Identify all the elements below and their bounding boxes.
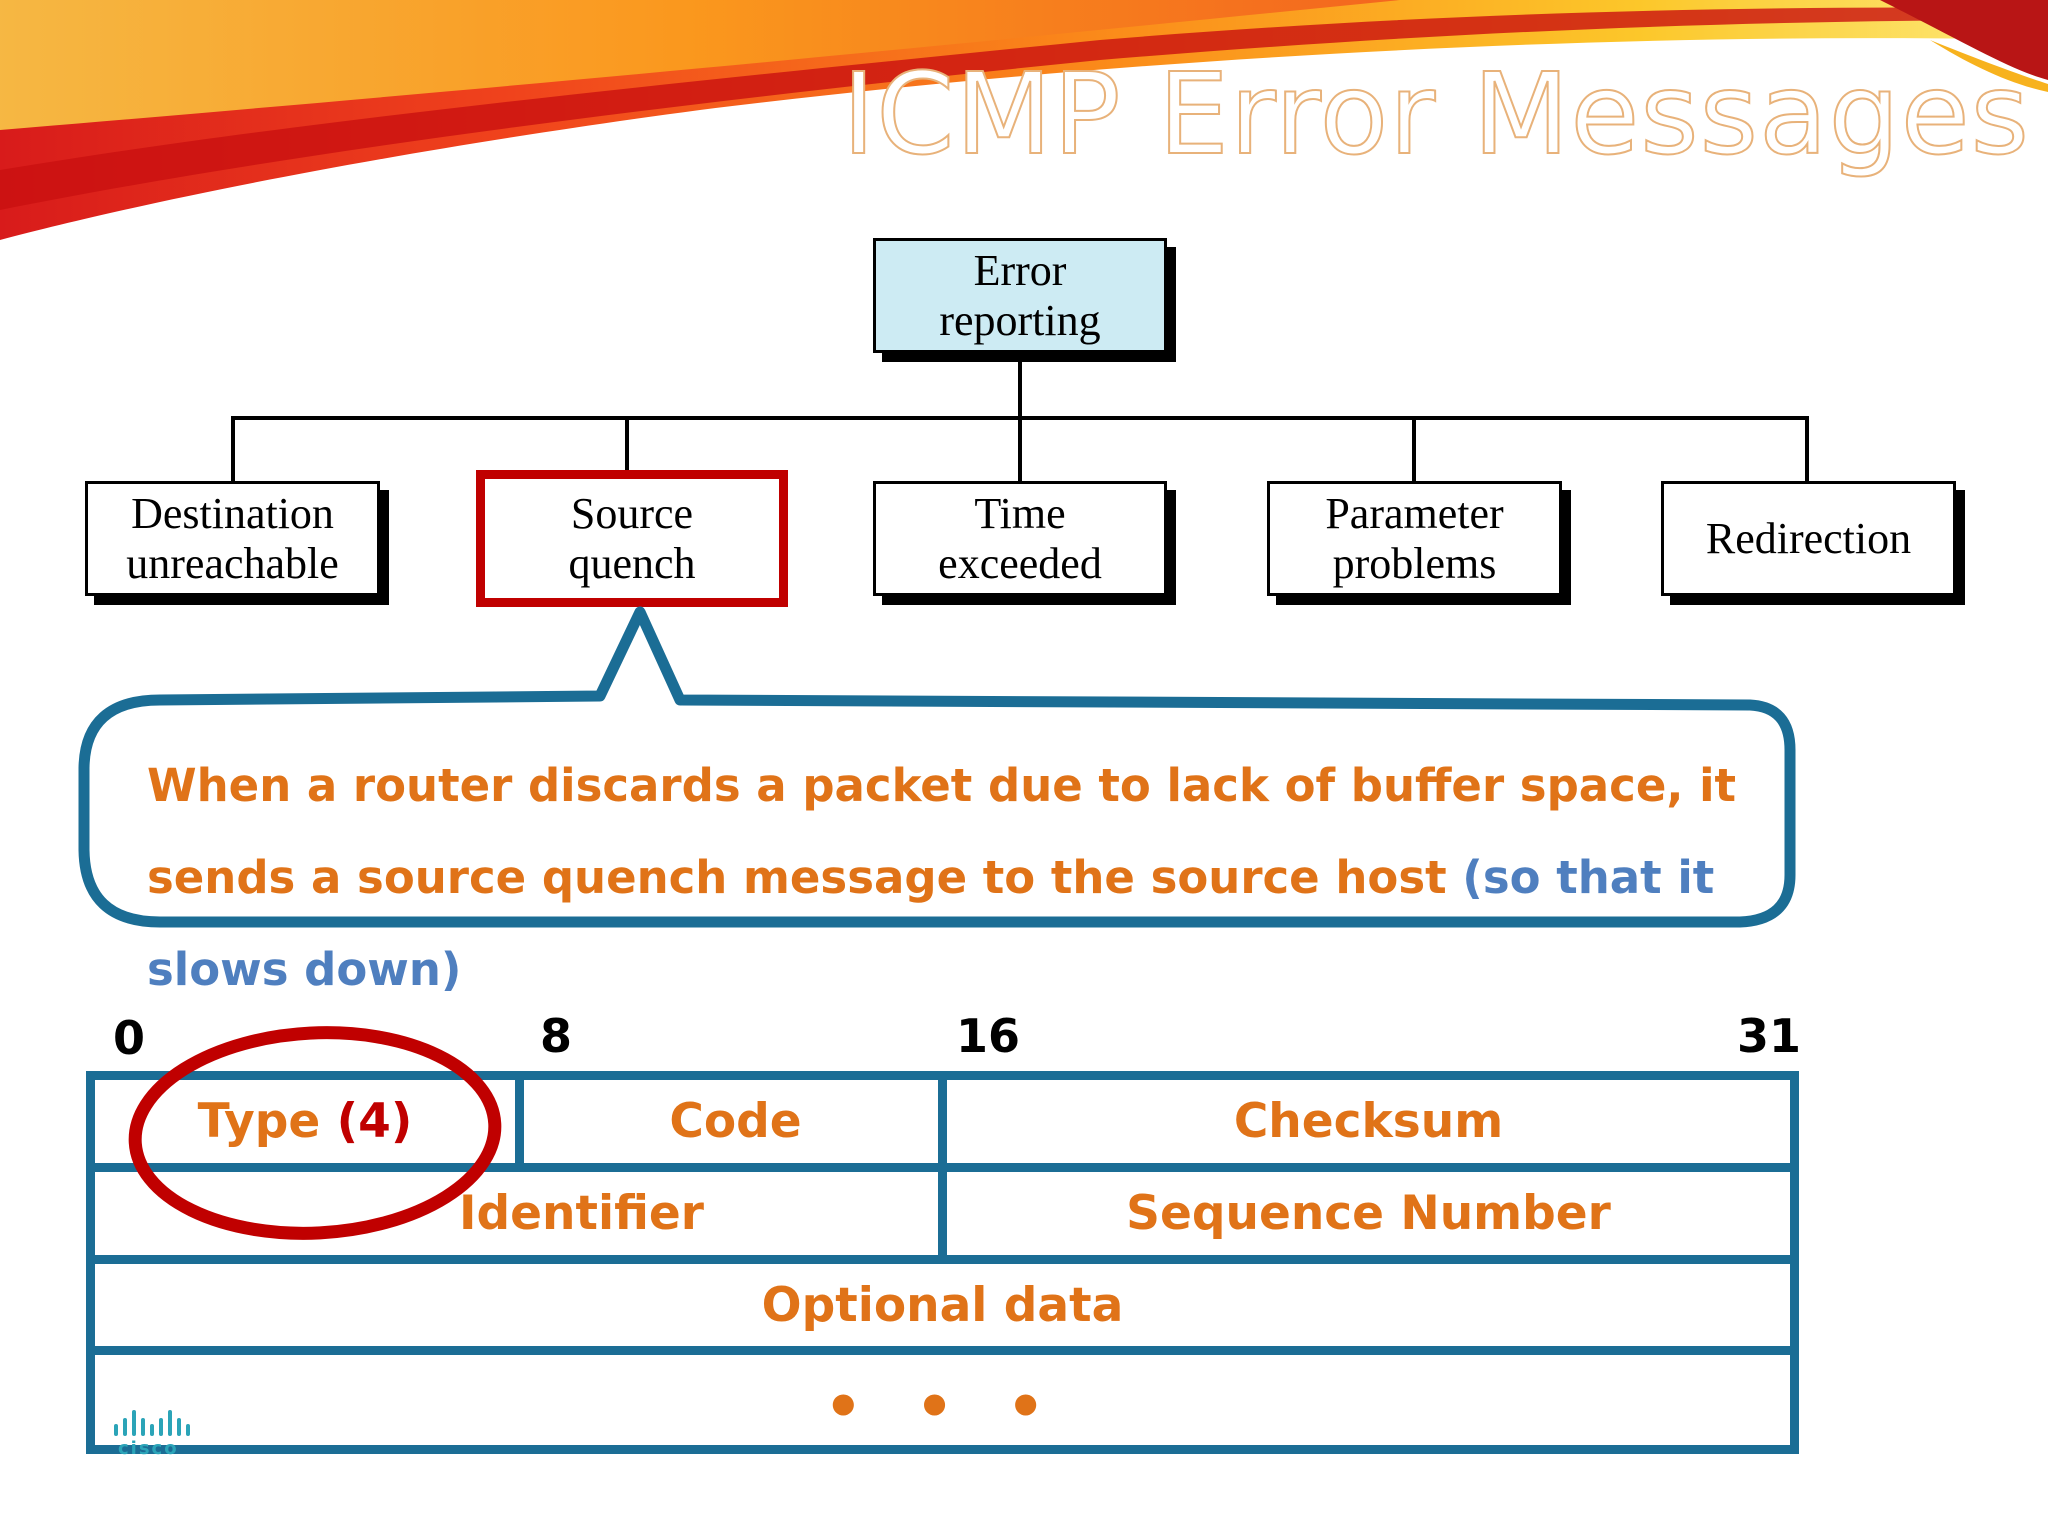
field-identifier: Identifier <box>459 1186 704 1241</box>
node-line: reporting <box>939 295 1101 345</box>
row-divider <box>95 1346 1790 1355</box>
callout-main-text: When a router discards a packet due to l… <box>147 759 1737 904</box>
field-optional-data: Optional data <box>761 1277 1124 1333</box>
tree-connector-2 <box>625 416 629 476</box>
tree-connector-1 <box>231 416 235 482</box>
header-row-1: Type (4) Code Checksum <box>95 1080 1790 1163</box>
tree-node-redirection: Redirection <box>1661 481 1956 596</box>
header-row-3: Optional data <box>95 1264 1790 1346</box>
bit-position-0: 0 <box>113 1011 146 1065</box>
slide-title: ICMP Error Messages <box>841 49 2030 181</box>
node-line: Destination <box>131 488 334 538</box>
callout-text: When a router discards a packet due to l… <box>147 740 1747 1016</box>
tree-connector-4 <box>1412 416 1416 482</box>
field-type-value: (4) <box>336 1094 413 1149</box>
node-line: exceeded <box>938 538 1102 588</box>
field-type: Type (4) <box>95 1080 515 1163</box>
node-line: problems <box>1332 538 1497 588</box>
node-line: Source <box>570 488 694 538</box>
bit-position-31: 31 <box>1737 1009 1802 1063</box>
node-line: quench <box>568 538 696 588</box>
tree-node-parameter-problems: Parameter problems <box>1267 481 1562 596</box>
tree-connector-root <box>1018 355 1022 418</box>
callout-aside-text: (so that it slows down) <box>147 851 1715 996</box>
column-divider <box>515 1080 524 1172</box>
cisco-logo-text: cisco <box>118 1438 179 1459</box>
header-row-2: Identifier Sequence Number <box>95 1172 1790 1255</box>
header-row-4: • • • <box>95 1355 1790 1445</box>
node-line: Redirection <box>1705 513 1912 563</box>
node-line: unreachable <box>126 538 339 588</box>
bit-position-8: 8 <box>540 1009 573 1063</box>
tree-node-error-reporting: Error reporting <box>873 238 1167 353</box>
field-code: Code <box>669 1094 802 1149</box>
tree-connector-5 <box>1805 416 1809 482</box>
tree-node-source-quench: Source quench <box>476 470 788 607</box>
tree-node-destination-unreachable: Destination unreachable <box>85 481 380 596</box>
field-checksum: Checksum <box>1233 1094 1504 1149</box>
node-line: Time <box>974 488 1066 538</box>
icmp-header-table: Type (4) Code Checksum Identifier Sequen… <box>86 1071 1799 1454</box>
column-divider <box>938 1080 947 1264</box>
field-type-label: Type <box>197 1094 321 1149</box>
field-continuation: • • • <box>824 1372 1061 1442</box>
bit-position-16: 16 <box>956 1009 1021 1063</box>
field-sequence-number: Sequence Number <box>1126 1186 1611 1241</box>
cisco-logo <box>114 1410 190 1436</box>
node-line: Parameter <box>1325 488 1504 538</box>
tree-connector-3 <box>1018 416 1022 482</box>
node-line: Error <box>973 245 1067 295</box>
decorative-swoosh <box>0 0 2048 240</box>
tree-node-time-exceeded: Time exceeded <box>873 481 1167 596</box>
